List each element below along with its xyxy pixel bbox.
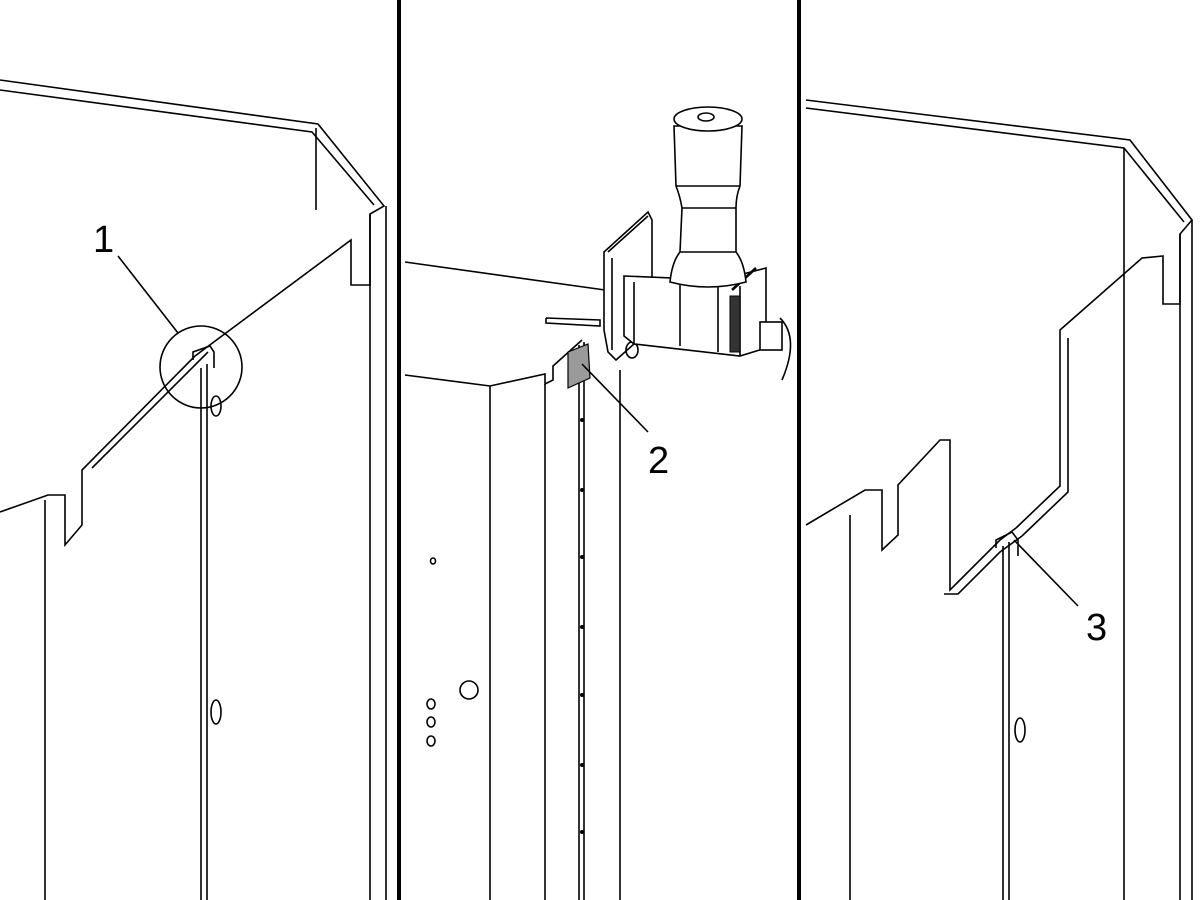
clamp-fixture (603, 106, 792, 381)
panel-3-seam-tab (995, 530, 1019, 556)
bolt-hole (210, 395, 222, 417)
panel-2-back-line (404, 261, 606, 291)
seam-rivets (580, 418, 584, 834)
bolt-hole (210, 699, 222, 725)
panel-3: 3 (805, 99, 1194, 900)
panel-2: 2 (404, 106, 792, 900)
leader-line-1 (117, 255, 179, 334)
bolt-hole (426, 716, 436, 728)
panel-3-top-rim (805, 99, 1194, 529)
panel-3-top-rim-inner (805, 107, 1185, 223)
panel-1: 1 (0, 79, 387, 900)
leader-line-3 (1013, 539, 1079, 607)
bolt-hole (1014, 717, 1026, 743)
panel-2-drum-top (404, 339, 583, 387)
callout-2: 2 (648, 440, 669, 482)
panel-3-notch-inner-2 (944, 535, 1023, 595)
panel-1-lower-rim-inner (91, 351, 209, 469)
callout-3: 3 (1086, 607, 1107, 649)
panel-1-lower-rim (0, 355, 196, 548)
panel-3-notch-inner (1021, 338, 1069, 537)
clamp-rod (545, 317, 601, 327)
bolt-hole (459, 680, 479, 700)
magnifier-circle (159, 325, 243, 409)
leader-line-2 (581, 363, 649, 433)
panel-3-notch (805, 439, 1017, 592)
panel-1-top-rim-inner (0, 89, 375, 206)
bolt-hole (426, 698, 436, 710)
callout-1: 1 (93, 219, 114, 261)
panel-1-seam-tab (192, 345, 215, 368)
shim-plate (567, 343, 591, 389)
panel-1-top-rim (0, 79, 386, 357)
bolt-hole (429, 557, 437, 565)
bolt-hole (426, 735, 436, 747)
